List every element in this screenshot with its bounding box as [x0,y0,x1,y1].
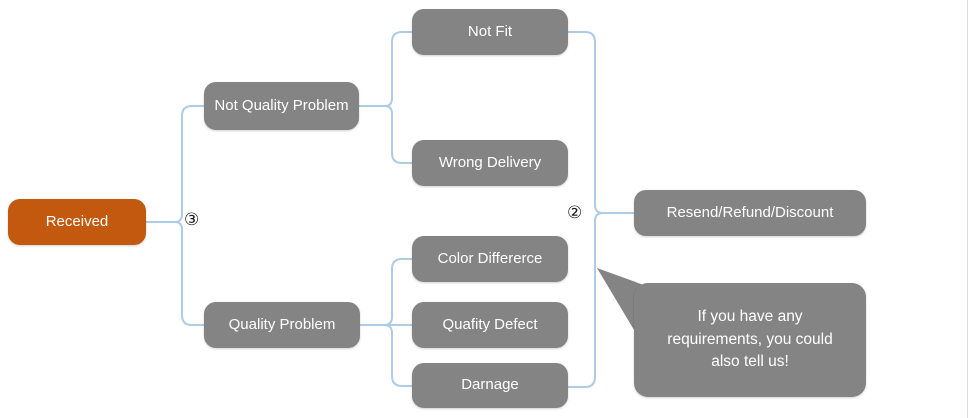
connector-brace-level1 [174,105,205,326]
node-color-differerce-label: Color Differerce [437,249,543,267]
node-resend-refund-discount-label: Resend/Refund/Discount [666,203,834,221]
connector-brace-nqp [384,31,413,164]
node-color-differerce: Color Differerce [412,236,568,282]
node-wrong-delivery-label: Wrong Delivery [438,153,542,171]
node-received: Received [8,199,146,245]
branch-marker-2: ② [567,203,583,222]
node-not-fit-label: Not Fit [467,22,513,40]
node-quafity-defect: Quafity Defect [412,302,568,348]
page-edge-divider [967,0,968,418]
callout-bubble: If you have any requirements, you could … [634,283,866,397]
node-not-quality-problem: Not Quality Problem [204,82,359,130]
node-wrong-delivery: Wrong Delivery [412,140,568,186]
node-quafity-defect-label: Quafity Defect [442,315,538,333]
node-quality-problem: Quality Problem [204,302,360,348]
node-darnage-label: Darnage [461,376,519,394]
node-received-label: Received [45,212,109,230]
node-not-fit: Not Fit [412,9,568,55]
branch-marker-3: ③ [184,210,200,229]
connector-brace-qp [383,258,413,387]
node-not-quality-problem-label: Not Quality Problem [214,96,349,114]
node-quality-problem-label: Quality Problem [228,315,336,333]
node-darnage: Darnage [412,363,568,408]
callout-text: If you have any requirements, you could … [667,308,833,371]
node-resend-refund-discount: Resend/Refund/Discount [634,190,866,236]
